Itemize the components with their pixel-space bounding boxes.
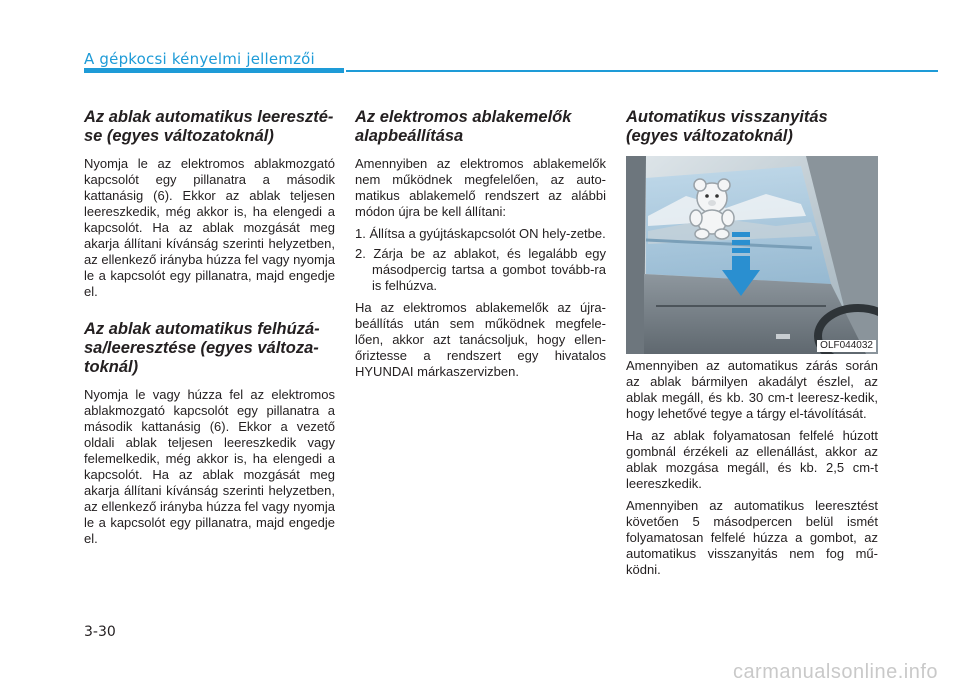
teddy-bear-icon <box>689 178 735 240</box>
section-title: A gépkocsi kényelmi jellemzői <box>84 50 315 68</box>
paragraph-reset-service: Ha az elektromos ablakemelők az újra-beá… <box>355 300 606 379</box>
paragraph-resistance: Ha az ablak folyamatosan felfelé húzott … <box>626 428 878 491</box>
reset-step-2: 2. Zárja be az ablakot, és legalább egy … <box>355 246 606 293</box>
watermark: carmanualsonline.info <box>732 661 938 683</box>
page-number: 3-30 <box>84 624 116 640</box>
figure-code: OLF044032 <box>817 340 876 352</box>
reset-step-1: 1. Állítsa a gyújtáskapcsolót ON hely-ze… <box>355 226 606 241</box>
heading-auto-lower: Az ablak automatikus leereszté-se (egyes… <box>84 108 334 145</box>
car-window-illustration <box>626 156 878 354</box>
down-arrow-icon <box>722 232 760 296</box>
auto-reverse-illustration: OLF044032 <box>626 156 878 354</box>
paragraph-reset-intro: Amennyiben az elektromos ablakemelők nem… <box>355 156 606 219</box>
paragraph-obstacle: Amennyiben az automatikus zárás során az… <box>626 358 878 421</box>
column-3: Automatikus visszanyitás (egyes változat… <box>626 108 878 584</box>
column-1: Az ablak automatikus leereszté-se (egyes… <box>84 108 335 553</box>
heading-auto-up-down: Az ablak automatikus felhúzá-sa/leereszt… <box>84 320 320 376</box>
header-rule-thin <box>346 70 938 72</box>
reset-steps-list: 1. Állítsa a gyújtáskapcsolót ON hely-ze… <box>355 226 606 294</box>
paragraph-disable: Amennyiben az automatikus leeresztést kö… <box>626 498 878 577</box>
paragraph-auto-up-down: Nyomja le vagy húzza fel az elektromos a… <box>84 387 335 546</box>
heading-auto-reverse: Automatikus visszanyitás (egyes változat… <box>626 108 828 145</box>
header-rule-thick <box>84 68 344 73</box>
heading-window-reset: Az elektromos ablakemelők alapbeállítása <box>355 108 572 145</box>
paragraph-auto-lower: Nyomja le az elektromos ablakmozgató kap… <box>84 156 335 299</box>
column-2: Az elektromos ablakemelők alapbeállítása… <box>355 108 606 386</box>
